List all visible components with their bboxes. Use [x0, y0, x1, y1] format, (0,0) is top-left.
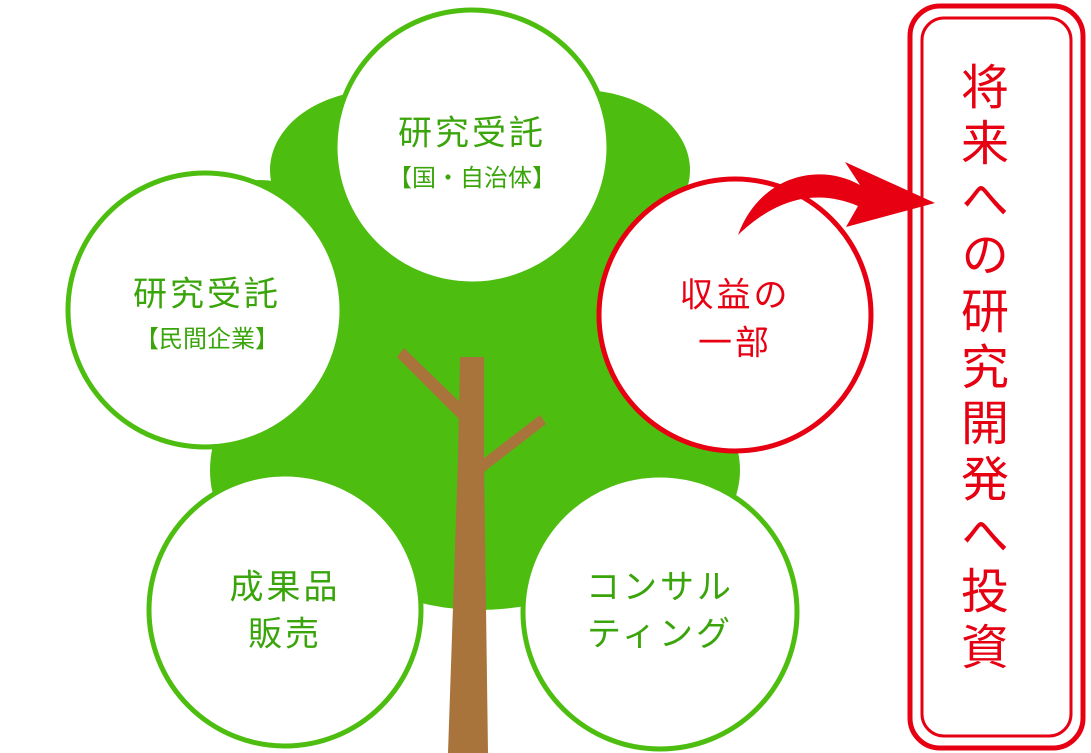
node-research-private-subtitle: 【民間企業】 [135, 325, 279, 353]
node-consulting: コンサル ティング [520, 472, 800, 752]
node-research-government: 研究受託 【国・自治体】 [332, 7, 612, 287]
node-research-private-title: 研究受託 [133, 275, 281, 315]
node-product-sales: 成果品 販売 [146, 471, 424, 749]
arrow-to-investment [738, 162, 935, 235]
node-consulting-line1: コンサル [586, 568, 734, 608]
tree-trunk [397, 348, 546, 753]
node-consulting-line2: ティング [587, 615, 733, 655]
node-research-government-title: 研究受託 [398, 114, 546, 154]
node-part-of-profit: 収益の 一部 [596, 176, 874, 454]
investment-text: 将来への研究開発へ投資 [952, 62, 1008, 678]
node-part-of-profit-line2: 一部 [698, 324, 772, 364]
node-product-sales-line2: 販売 [248, 615, 322, 655]
node-research-government-subtitle: 【国・自治体】 [388, 164, 556, 192]
node-part-of-profit-line1: 収益の [680, 276, 791, 316]
investment-box [907, 3, 1086, 751]
node-product-sales-line1: 成果品 [230, 568, 341, 608]
node-research-private: 研究受託 【民間企業】 [65, 170, 345, 450]
